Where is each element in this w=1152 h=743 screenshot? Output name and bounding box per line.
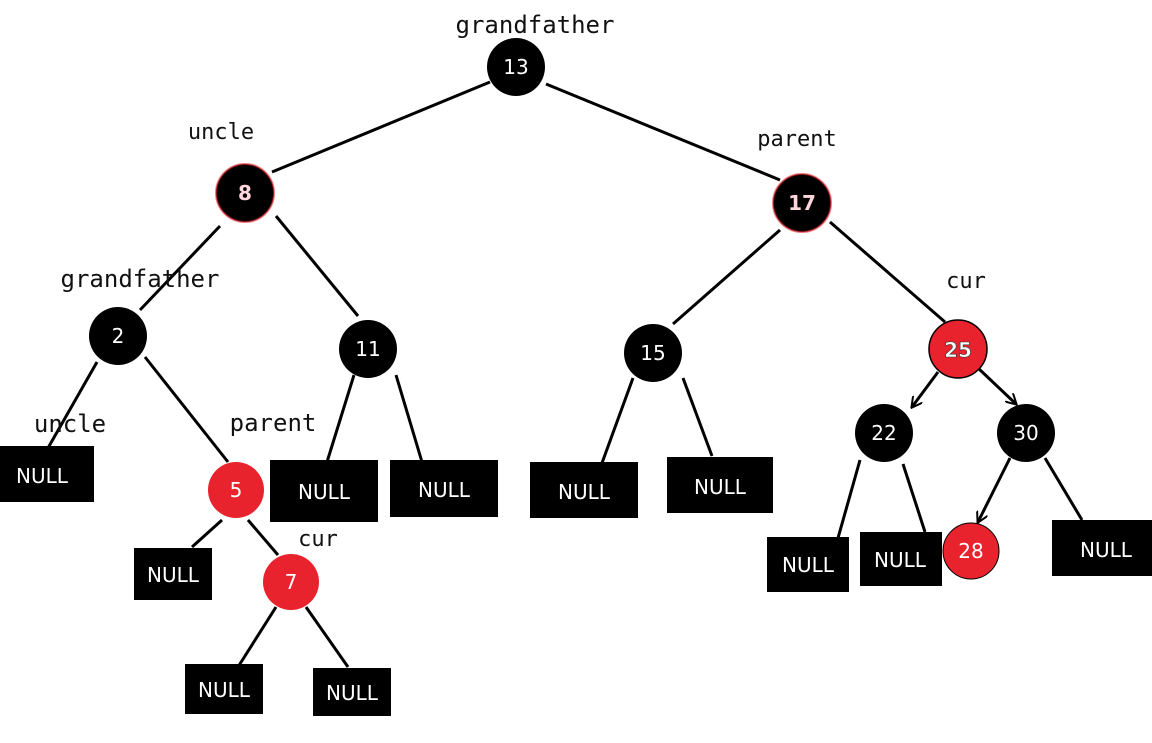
null-leaf: NULL (667, 457, 773, 513)
svg-text:17: 17 (788, 191, 816, 215)
null-leaf: NULL (1052, 520, 1152, 576)
edge-22-null-b (901, 463, 927, 533)
annotation-parent-top: parent (757, 127, 836, 152)
svg-text:NULL: NULL (782, 553, 835, 577)
svg-text:30: 30 (1013, 421, 1038, 445)
node-8: 8 (215, 163, 275, 223)
node-17: 17 (772, 173, 832, 233)
null-leaf: NULL (185, 664, 263, 714)
tree-edges (46, 80, 1084, 668)
edge-15-null-b (681, 377, 714, 457)
node-13: 13 (487, 38, 545, 96)
svg-text:7: 7 (285, 570, 298, 594)
node-7: 7 (263, 554, 319, 610)
null-leaf: NULL (860, 532, 942, 586)
edge-7-null-b (304, 606, 350, 668)
tree-nodes: 13 8 17 2 11 15 25 5 (89, 38, 1055, 610)
annotation-cur-left: cur (298, 527, 338, 552)
edge-8-2 (138, 224, 222, 312)
edge-17-25 (829, 220, 946, 324)
node-25: 25 (928, 319, 988, 379)
svg-text:NULL: NULL (1080, 538, 1133, 562)
null-leaf: NULL (530, 462, 638, 518)
edge-17-15 (672, 228, 781, 326)
svg-text:28: 28 (958, 539, 983, 563)
null-leaf: NULL (313, 668, 391, 716)
null-leaf: NULL (390, 460, 498, 517)
edge-5-7 (246, 519, 280, 556)
edge-25-30-arrow (976, 366, 1016, 404)
node-15: 15 (624, 324, 682, 382)
svg-text:NULL: NULL (298, 480, 351, 504)
svg-text:NULL: NULL (16, 464, 69, 488)
svg-text:NULL: NULL (874, 548, 927, 572)
svg-text:11: 11 (355, 337, 380, 361)
edge-15-null-a (600, 377, 635, 464)
edge-2-null (46, 361, 99, 449)
null-leaf: NULL (270, 460, 378, 522)
edge-11-null-a (325, 374, 356, 463)
node-11: 11 (339, 320, 397, 378)
annotation-uncle-left: uncle (34, 410, 106, 438)
null-leaves: NULL NULL NULL NULL NULL NULL NULL NULL (0, 446, 1152, 716)
edge-11-null-b (394, 374, 424, 463)
null-leaf: NULL (134, 548, 212, 600)
edge-30-28-arrow (978, 457, 1012, 522)
null-leaf: NULL (767, 537, 849, 592)
svg-text:5: 5 (230, 478, 243, 502)
edge-30-null (1043, 457, 1084, 521)
node-30: 30 (997, 404, 1055, 462)
svg-text:13: 13 (503, 55, 528, 79)
edge-7-null-a (236, 606, 278, 668)
edge-22-null-a (836, 459, 862, 539)
node-5: 5 (208, 462, 264, 518)
annotation-grandfather-top: grandfather (456, 11, 615, 39)
edge-8-11 (274, 215, 360, 317)
node-22: 22 (855, 404, 913, 462)
annotation-cur-top: cur (946, 269, 986, 294)
edge-5-null (190, 518, 224, 549)
edge-13-17 (545, 82, 781, 182)
svg-text:15: 15 (640, 341, 665, 365)
svg-text:NULL: NULL (147, 563, 200, 587)
edge-25-22-arrow (912, 371, 940, 407)
annotations: grandfather uncle parent cur grandfather… (34, 11, 986, 552)
annotation-grandfather-left: grandfather (61, 265, 220, 293)
edge-13-8 (271, 80, 491, 174)
annotation-parent-left: parent (230, 409, 317, 437)
svg-text:NULL: NULL (326, 681, 379, 705)
edge-2-5 (143, 356, 230, 463)
svg-text:NULL: NULL (694, 475, 747, 499)
svg-text:NULL: NULL (198, 678, 251, 702)
null-leaf: NULL (0, 446, 94, 502)
svg-text:2: 2 (112, 324, 125, 348)
svg-text:8: 8 (238, 181, 252, 205)
svg-text:NULL: NULL (418, 478, 471, 502)
svg-text:NULL: NULL (558, 480, 611, 504)
svg-text:22: 22 (871, 421, 896, 445)
svg-text:25: 25 (944, 338, 972, 362)
node-28: 28 (942, 522, 1000, 580)
annotation-uncle-top: uncle (188, 120, 254, 145)
node-2: 2 (89, 307, 147, 365)
